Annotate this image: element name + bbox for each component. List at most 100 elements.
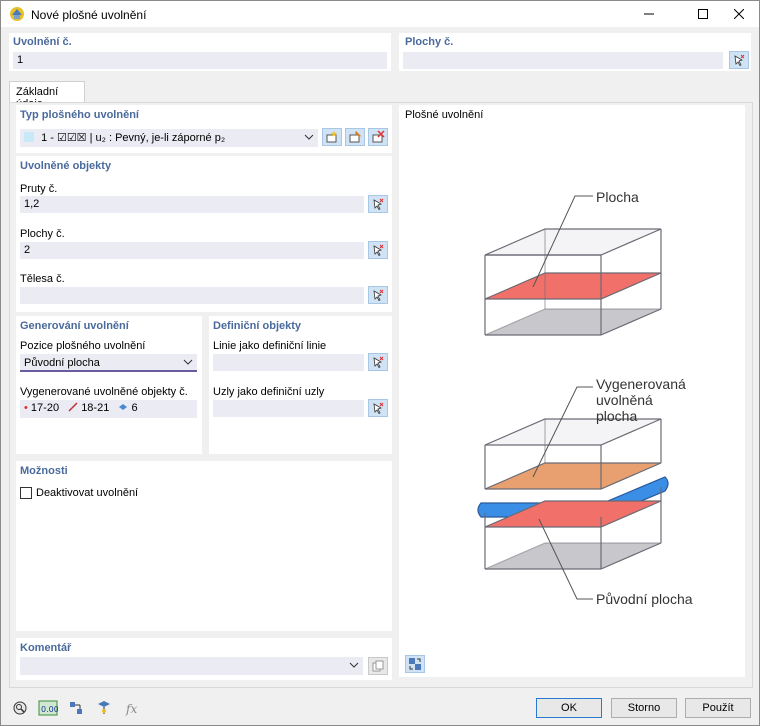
label-generated-3: plocha (596, 408, 638, 424)
surfaces-obj-pick-button[interactable] (368, 241, 388, 259)
label-original: Původní plocha (596, 591, 693, 607)
generated-objects-field: • 17-20 18-21 6 (20, 400, 197, 418)
tab-basic-data[interactable]: Základní údaje (9, 81, 85, 110)
maximize-icon (698, 9, 708, 19)
app-icon (10, 7, 24, 21)
def-lines-label: Linie jako definiční linie (213, 340, 327, 352)
units-tool-button[interactable]: 0.00 (37, 698, 59, 718)
edit-icon (349, 131, 361, 143)
generation-title: Generování uvolnění (20, 320, 129, 332)
released-objects-panel: Uvolněné objekty Pruty č. 1,2 Plochy č. … (16, 156, 392, 312)
minimize-button[interactable] (627, 1, 671, 27)
model-tool-button[interactable] (65, 698, 87, 718)
svg-text:0.00: 0.00 (41, 705, 58, 714)
chevron-down-icon (183, 359, 193, 365)
def-lines-field[interactable] (213, 354, 364, 371)
bottom-box (477, 418, 669, 570)
position-selected: Původní plocha (24, 357, 100, 369)
illustration-title: Plošné uvolnění (405, 109, 484, 121)
ok-button[interactable]: OK (536, 698, 602, 718)
surfaces-pick-button[interactable] (729, 51, 749, 69)
generation-panel: Generování uvolnění Pozice plošného uvol… (16, 316, 202, 454)
release-diagram (477, 195, 669, 600)
node-icon: • (24, 402, 28, 414)
release-no-field[interactable]: 1 (13, 52, 387, 69)
chevron-down-icon (349, 662, 359, 668)
swap-icon (409, 658, 421, 670)
formula-tool-button[interactable]: fx (121, 698, 143, 718)
swap-view-button[interactable] (405, 655, 425, 673)
copy-icon (372, 660, 384, 672)
solids-pick-button[interactable] (368, 286, 388, 304)
comment-panel: Komentář (16, 638, 392, 680)
apply-button[interactable]: Použít (685, 698, 751, 718)
line-icon (68, 402, 78, 412)
def-lines-pick-button[interactable] (368, 353, 388, 371)
cursor-pick-icon (373, 289, 384, 301)
position-select[interactable]: Původní plocha (20, 354, 197, 372)
chevron-down-icon (304, 134, 314, 140)
def-nodes-field[interactable] (213, 400, 364, 417)
surfaces-no-label: Plochy č. (405, 36, 454, 48)
release-type-selected: 1 - ☑☑☒ | u₂ : Pevný, je-li záporné p₂ (41, 132, 226, 144)
generated-nodes: 17-20 (30, 402, 60, 414)
edit-release-type-button[interactable] (345, 128, 365, 146)
function-icon: fx (125, 702, 137, 716)
color-swatch (24, 132, 34, 142)
cursor-pick-icon (373, 244, 384, 256)
cursor-pick-icon (734, 54, 745, 66)
options-panel: Možnosti Deaktivovat uvolnění (16, 461, 392, 631)
top-box (484, 228, 662, 336)
options-title: Možnosti (20, 465, 68, 477)
display-icon (98, 701, 110, 714)
leader-plocha (532, 195, 593, 288)
cursor-pick-icon (373, 198, 384, 210)
def-nodes-label: Uzly jako definiční uzly (213, 386, 325, 398)
comment-library-button[interactable] (368, 657, 388, 675)
leader-generated (532, 386, 593, 478)
title-bar: Nové plošné uvolnění (1, 1, 759, 27)
model-icon (70, 702, 82, 714)
deactivate-label: Deaktivovat uvolnění (36, 487, 139, 499)
release-no-label: Uvolnění č. (13, 36, 72, 48)
release-type-select[interactable]: 1 - ☑☑☒ | u₂ : Pevný, je-li záporné p₂ (20, 129, 318, 147)
close-button[interactable] (717, 1, 760, 27)
label-generated-2: uvolněná (596, 392, 653, 408)
release-type-title: Typ plošného uvolnění (20, 109, 139, 121)
new-icon (326, 131, 337, 143)
generated-label: Vygenerované uvolněné objekty č. (20, 386, 188, 398)
surfaces-no-field[interactable] (403, 52, 723, 69)
search-tool-button[interactable] (9, 698, 31, 718)
cursor-pick-icon (373, 402, 384, 414)
comment-input[interactable] (20, 657, 363, 675)
comment-title: Komentář (20, 642, 72, 654)
window-title: Nové plošné uvolnění (31, 8, 147, 22)
position-label: Pozice plošného uvolnění (20, 340, 146, 352)
leader-original (538, 518, 593, 600)
generated-lines: 18-21 (81, 402, 110, 414)
new-release-type-button[interactable] (322, 128, 342, 146)
delete-release-type-button[interactable] (368, 128, 388, 146)
def-nodes-pick-button[interactable] (368, 399, 388, 417)
generated-surfaces: 6 (131, 402, 138, 414)
release-type-panel: Typ plošného uvolnění 1 - ☑☑☒ | u₂ : Pev… (16, 105, 392, 153)
cursor-pick-icon (373, 356, 384, 368)
delete-icon (372, 130, 385, 143)
surfaces-field[interactable]: 2 (20, 242, 364, 259)
maximize-button[interactable] (681, 1, 725, 27)
deactivate-checkbox[interactable] (20, 487, 32, 499)
definition-objects-panel: Definiční objekty Linie jako definiční l… (209, 316, 392, 454)
solids-field[interactable] (20, 287, 364, 304)
minimize-icon (644, 13, 654, 15)
display-tool-button[interactable] (93, 698, 115, 718)
surface-icon (119, 404, 128, 410)
release-no-panel: Uvolnění č. 1 (9, 33, 391, 71)
svg-text:fx: fx (125, 702, 137, 716)
cancel-button[interactable]: Storno (611, 698, 677, 718)
released-objects-title: Uvolněné objekty (20, 160, 112, 172)
decimal-icon: 0.00 (38, 700, 58, 716)
members-field[interactable]: 1,2 (20, 196, 364, 213)
definition-objects-title: Definiční objekty (213, 320, 302, 332)
members-pick-button[interactable] (368, 195, 388, 213)
